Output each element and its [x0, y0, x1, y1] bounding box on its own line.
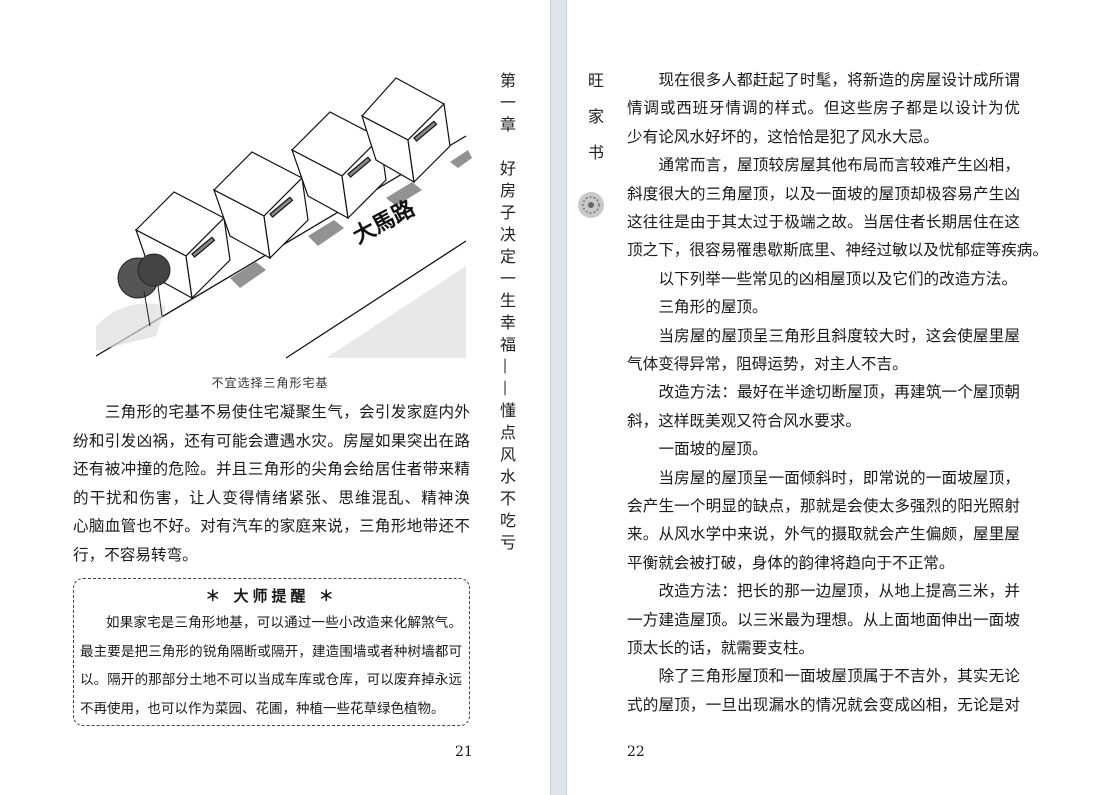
text-line: 情调或西班牙情调的样式。但这些房子都是以设计为优先，极: [627, 99, 1020, 118]
chapter-running-head: 第一章 好房子决定一生幸福——懂点风水不吃亏: [497, 72, 516, 556]
text-line: 斜度很大的三角屋顶，以及一面坡的屋顶却极容易产生凶相。: [627, 184, 1020, 203]
book-running-head: 旺家书: [585, 72, 604, 180]
text-line: 通常而言，屋顶较房屋其他布局而言较难产生凶相，但倾: [658, 156, 1020, 175]
text-line: 少有论风水好坏的，这恰恰是犯了风水大忌。: [627, 127, 939, 146]
text-line: 式的屋顶，一旦出现漏水的情况就会变成凶相，无论是对人还是: [627, 695, 1020, 714]
text-line: 当房屋的屋顶呈一面倾斜时，即常说的一面坡屋顶，这就: [658, 468, 1020, 487]
text-line: 纷和引发凶祸，还有可能会遭遇水灾。房屋如果突出在路口，: [73, 431, 470, 450]
house: [212, 151, 309, 260]
figure-caption: 不宜选择三角形宅基: [211, 376, 329, 390]
text-line: 顶之下，很容易罹患歇斯底里、神经过敏以及忧郁症等疾病。: [627, 241, 1049, 260]
tip-line: 不再使用，也可以作为菜园、花圃，种植一些花草绿色植物。: [80, 700, 445, 717]
page-number-right: 22: [627, 744, 645, 760]
text-line: 以下列举一些常见的凶相屋顶以及它们的改造方法。: [658, 269, 1018, 288]
text-line: 三角形的宅基不易使住宅凝聚生气，会引发家庭内外的争: [104, 403, 470, 421]
text-line: 一面坡的屋顶。: [658, 440, 768, 459]
house: [360, 77, 451, 184]
tip-line: 最主要是把三角形的锐角隔断或隔开，建造围墙或者种树墙都可: [80, 643, 462, 660]
text-line: 行，不容易转弯。: [73, 546, 198, 564]
text-line: 现在很多人都赶起了时髦，将新造的房屋设计成所谓南美: [658, 71, 1020, 89]
text-line: 气体变得异常，阻碍运势，对主人不吉。: [627, 355, 908, 373]
triangular-lot-illustration: 大馬路: [96, 77, 472, 359]
text-line: 会产生一个明显的缺点，那就是会使太多强烈的阳光照射进: [627, 497, 1020, 515]
text-line: 顶太长的话，就需要支柱。: [627, 639, 815, 657]
text-line: 当房屋的屋顶呈三角形且斜度较大时，这会使屋里屋外的: [658, 326, 1020, 345]
text-line: 心脑血管也不好。对有汽车的家庭来说，三角形地带还不利出: [73, 517, 470, 536]
master-tip-box: ＊ 大师提醒 ＊ 如果家宅是三角形地基，可以通过一些小改造来化解煞气。最主要是把…: [73, 578, 470, 726]
palm-tree-icon: [117, 253, 171, 327]
page-number-left: 21: [455, 744, 473, 760]
left-page: 大馬路 不宜选择三角形宅基 ＊ 大师提醒 ＊ 如果家宅是三角形地基，可以通过一些…: [0, 0, 550, 795]
text-line: 三角形的屋顶。: [658, 298, 768, 317]
text-line: 这往往是由于其太过于极端之故。当居住者长期居住在这种屋: [627, 213, 1020, 231]
text-line: 改造方法：最好在半途切断屋顶，再建筑一个屋顶朝外倾: [658, 383, 1020, 402]
text-line: 除了三角形屋顶和一面坡屋顶属于不吉外，其实无论哪种样: [658, 667, 1020, 686]
doorway-shadows: [230, 150, 472, 288]
text-line: 还有被冲撞的危险。并且三角形的尖角会给居住者带来精神上: [73, 460, 470, 479]
page-gutter: [550, 0, 567, 795]
tip-title: ＊ 大师提醒 ＊: [205, 587, 338, 605]
tip-line: 以。隔开的那部分土地不可以当成车库或仓库，可以废弃掉永远: [80, 672, 462, 688]
text-line: 平衡就会被打破，身体的韵律将趋向于不正常。: [627, 553, 955, 572]
text-line: 的干扰和伤害，让人变得情绪紧张、思维混乱、精神涣散，对: [73, 488, 470, 507]
text-line: 一方建造屋顶。以三米最为理想。从上面地面伸出一面坡的屋: [627, 610, 1020, 629]
right-page: 现在很多人都赶起了时髦，将新造的房屋设计成所谓南美情调或西班牙情调的样式。但这些…: [567, 0, 1120, 795]
house-row: [134, 77, 451, 300]
text-line: 改造方法：把长的那一边屋顶，从地上提高三米，并在另: [658, 582, 1020, 601]
tip-line: 如果家宅是三角形地基，可以通过一些小改造来化解煞气。: [106, 615, 462, 631]
ornament-icon: [578, 192, 604, 218]
text-line: 来。从风水学中来说，外气的摄取就会产生偏颇，屋里屋外的: [627, 525, 1020, 544]
text-line: 斜，这样既美观又符合风水要求。: [627, 411, 861, 430]
